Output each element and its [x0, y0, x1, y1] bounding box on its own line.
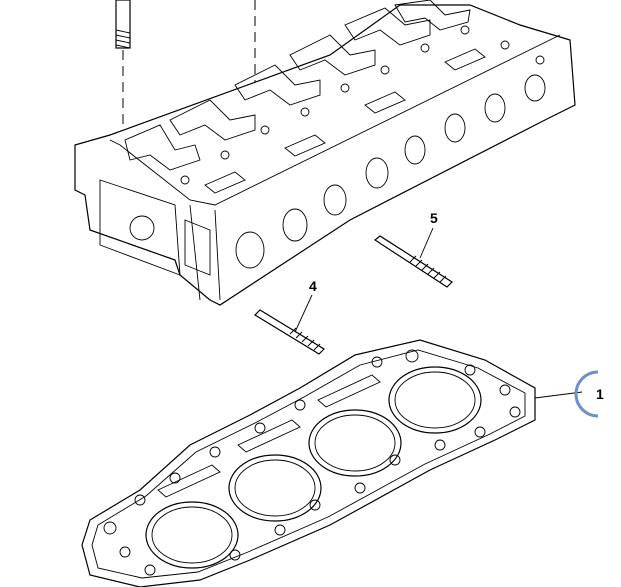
callout-label-4: 4 — [309, 278, 317, 294]
callout-1: 1 — [534, 370, 604, 418]
callout-label-1: 1 — [596, 386, 604, 402]
callout-1-circle — [574, 370, 599, 418]
stud-5 — [373, 227, 453, 288]
stud-4 — [254, 294, 325, 355]
cylinder-head — [74, 0, 576, 306]
callout-5: 5 — [430, 210, 438, 226]
callout-label-5: 5 — [430, 210, 438, 226]
callout-4: 4 — [309, 278, 317, 294]
head-gasket — [81, 339, 536, 587]
head-bolt — [115, 0, 256, 190]
